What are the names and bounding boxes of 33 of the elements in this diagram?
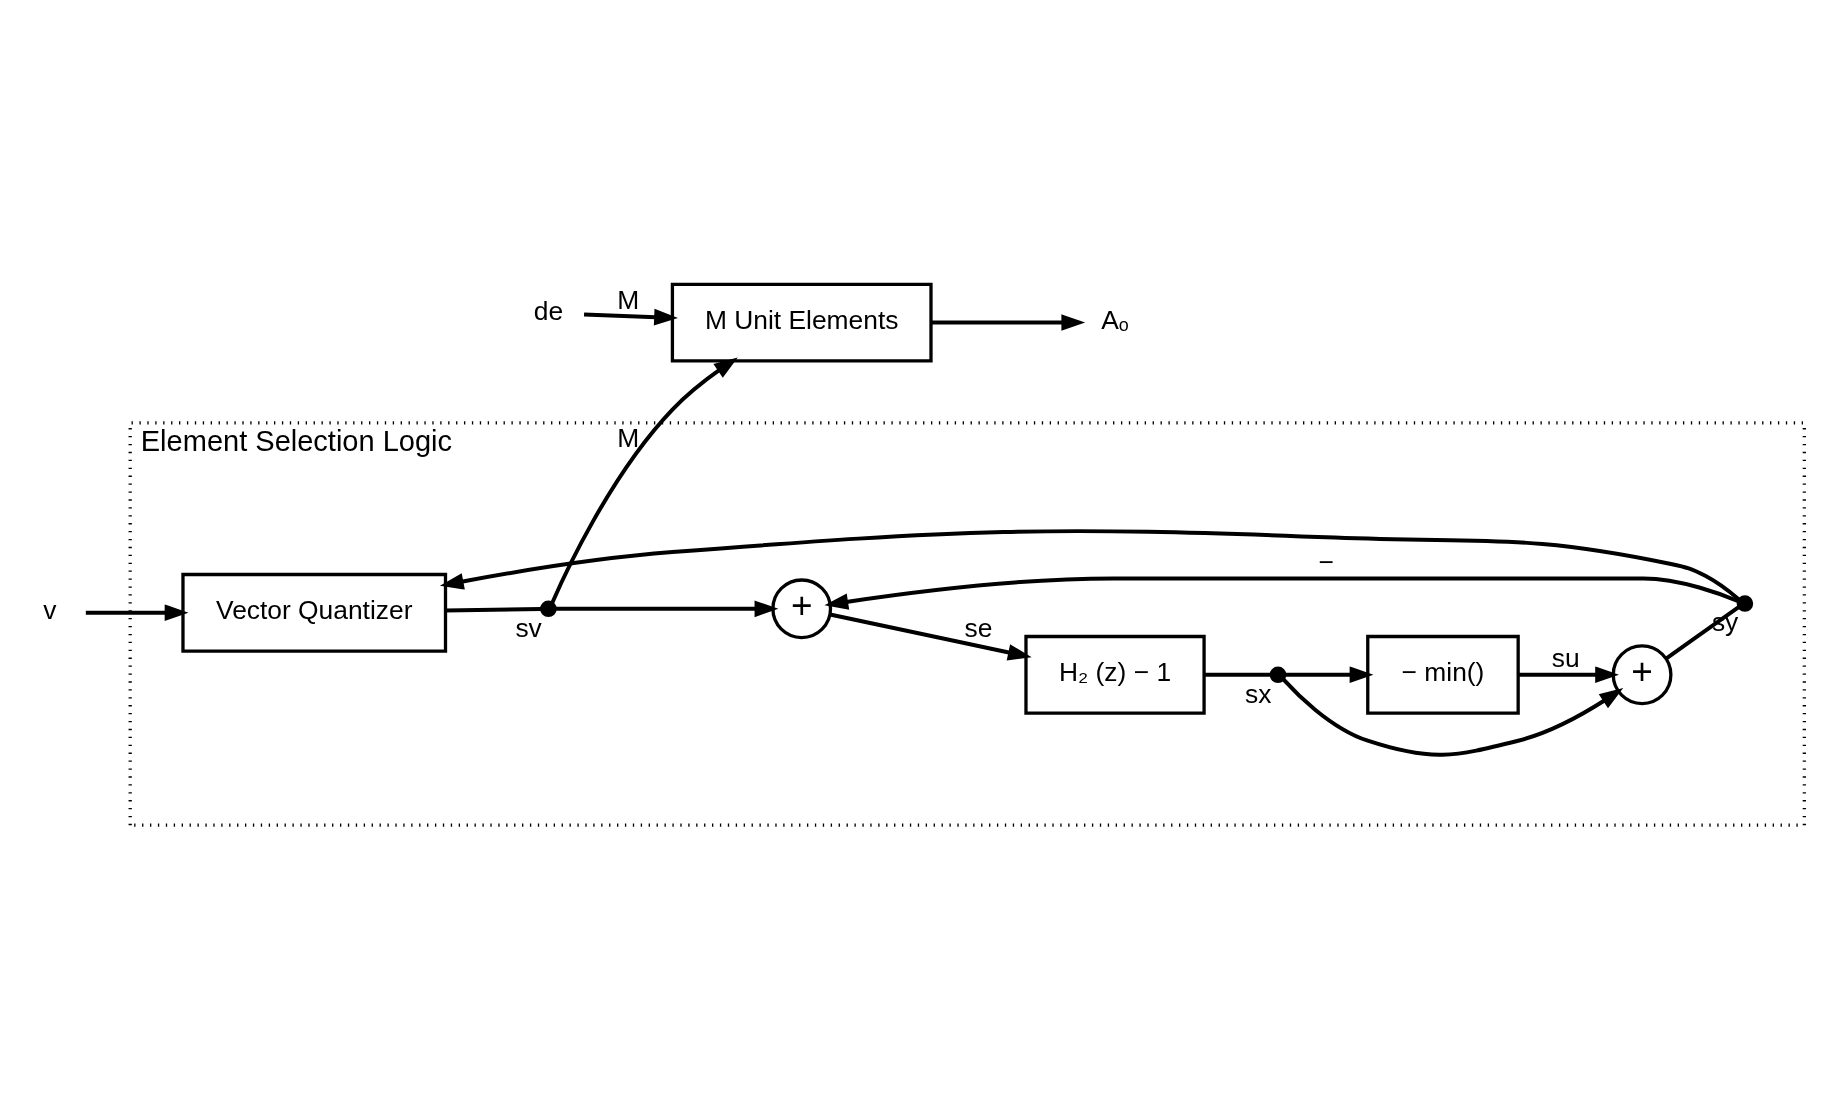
arrow	[1284, 666, 1374, 684]
node-circle: +	[771, 578, 833, 640]
arrow	[1518, 666, 1619, 684]
edge-label: su	[1551, 642, 1580, 673]
node-box: Vector Quantizer	[181, 572, 448, 653]
arrow	[931, 314, 1086, 331]
node-label: sv	[515, 612, 542, 643]
arrow	[85, 604, 189, 622]
arrow	[584, 308, 678, 326]
edge-label: se	[964, 612, 993, 643]
arrow	[555, 600, 779, 618]
connector	[445, 606, 542, 613]
node-text: de	[533, 295, 564, 326]
arrow	[550, 357, 738, 604]
node-circle: +	[1611, 644, 1673, 706]
node-circle	[1269, 666, 1287, 684]
edge-label: M	[617, 422, 640, 453]
arrow	[1281, 677, 1624, 757]
node-text: Aₒ	[1101, 305, 1129, 336]
arrow	[824, 576, 1740, 610]
node-label: sx	[1244, 678, 1272, 709]
node-circle	[540, 600, 557, 618]
node-box: H₂ (z) − 1	[1024, 634, 1206, 715]
node-circle	[1736, 595, 1754, 612]
connector	[1204, 672, 1272, 677]
node-box: − min()	[1366, 634, 1520, 715]
arrow	[439, 529, 1741, 601]
node-box: M Unit Elements	[670, 282, 933, 363]
arrow	[829, 612, 1032, 661]
node-text: v	[43, 595, 57, 626]
connector	[1665, 605, 1741, 661]
edge-label: −	[1318, 546, 1334, 577]
edge-label: M	[617, 285, 640, 316]
